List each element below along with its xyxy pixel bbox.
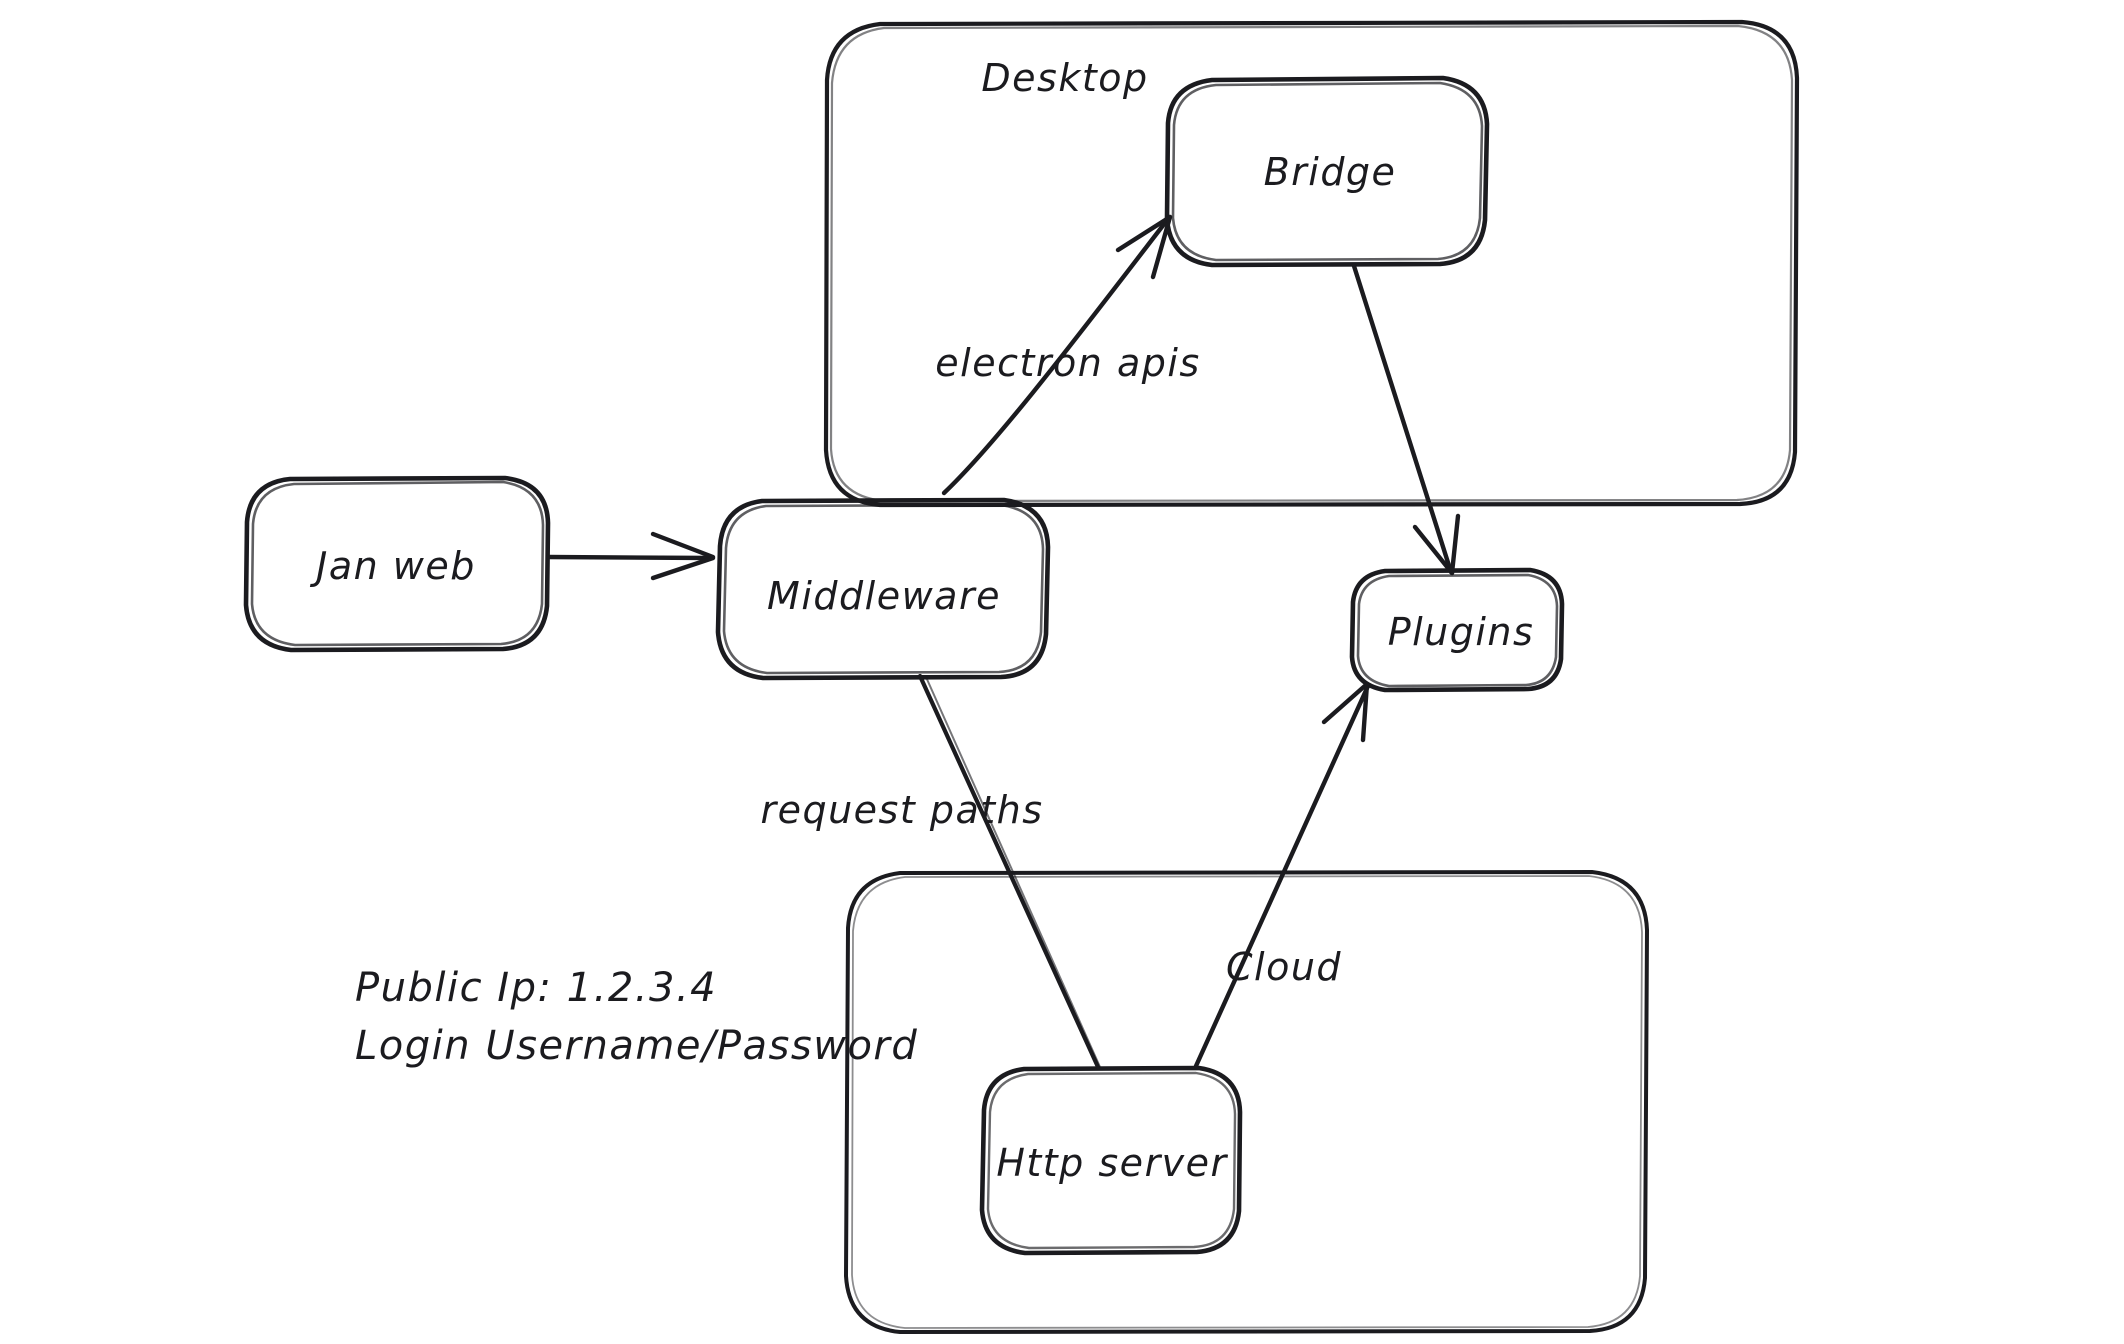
edge-middleware-to-httpserver [917, 673, 1101, 1070]
node-http-server-outline [979, 1065, 1243, 1256]
edge-label-electron-apis: electron apis [935, 341, 1201, 385]
node-jan-web-label: Jan web [316, 544, 476, 588]
node-bridge-label: Bridge [1263, 150, 1397, 194]
note-public-ip-line-1: Public Ip: 1.2.3.4 [355, 965, 718, 1011]
group-desktop-label: Desktop [981, 56, 1149, 100]
node-http-server-label: Http server [996, 1141, 1228, 1185]
edge-label-cloud: Cloud [1225, 945, 1343, 989]
node-middleware-label: Middleware [767, 574, 1001, 618]
edge-middleware-to-bridge [941, 214, 1173, 496]
node-bridge-outline [1164, 75, 1490, 268]
edge-httpserver-to-plugins [1193, 681, 1371, 1069]
group-desktop-outline [823, 19, 1800, 508]
group-cloud-outline [844, 870, 1649, 1334]
edge-bridge-to-plugins [1351, 263, 1461, 576]
note-login-line-2: Login Username/Password [355, 1023, 919, 1069]
edge-janweb-to-middleware [545, 531, 716, 581]
node-plugins-label: Plugins [1387, 610, 1535, 654]
node-jan-web-outline [243, 475, 551, 653]
node-middleware-outline [715, 497, 1051, 681]
edge-label-request-paths: request paths [760, 788, 1044, 832]
node-plugins-outline [1349, 567, 1565, 693]
